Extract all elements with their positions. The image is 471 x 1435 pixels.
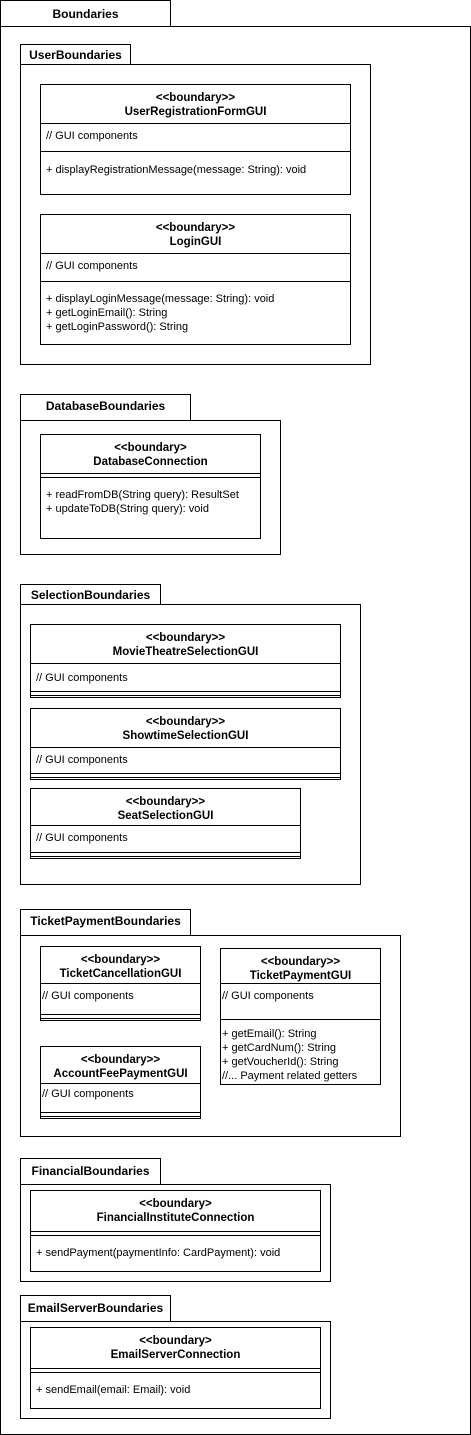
package-tab-boundaries[interactable]: Boundaries <box>0 0 171 27</box>
class-name: LoginGUI <box>169 236 222 248</box>
class-divider <box>41 253 350 254</box>
class-divider <box>41 983 200 984</box>
class-method: + sendPayment(paymentInfo: CardPayment):… <box>36 1247 281 1259</box>
class-user-registration-form-gui[interactable]: <<boundary>> UserRegistrationFormGUI // … <box>40 84 351 195</box>
class-attribute: // GUI components <box>36 832 128 844</box>
class-stereotype: <<boundary>> <box>155 92 236 104</box>
class-divider <box>41 1018 200 1019</box>
class-divider <box>31 1368 320 1369</box>
class-name: TicketPaymentGUI <box>249 970 352 982</box>
package-name: Boundaries <box>52 7 119 21</box>
class-divider <box>31 773 340 774</box>
class-divider <box>41 473 260 474</box>
package-name: SelectionBoundaries <box>30 588 151 602</box>
class-divider <box>31 695 340 696</box>
class-divider <box>41 1112 200 1113</box>
class-method: + readFromDB(String query): ResultSet <box>46 489 239 501</box>
class-stereotype: <<boundary>> <box>80 1054 161 1066</box>
class-divider <box>41 477 260 478</box>
class-divider <box>41 1083 200 1084</box>
class-stereotype: <<boundary>> <box>155 222 236 234</box>
class-name: DatabaseConnection <box>93 456 208 468</box>
class-method: + getVoucherId(): String <box>222 1056 339 1068</box>
class-ticket-payment-gui[interactable]: <<boundary>> TicketPaymentGUI // GUI com… <box>220 948 381 1085</box>
class-stereotype: <<boundary> <box>114 442 187 454</box>
package-name: DatabaseBoundaries <box>45 399 166 413</box>
package-name: UserBoundaries <box>29 48 122 62</box>
class-divider <box>31 691 340 692</box>
class-name: ShowtimeSelectionGUI <box>122 730 249 742</box>
class-divider <box>41 123 350 124</box>
class-stereotype: <<boundary>> <box>80 954 161 966</box>
class-attribute: // GUI components <box>46 130 138 142</box>
class-method: + sendEmail(email: Email): void <box>36 1384 191 1396</box>
class-divider <box>31 777 340 778</box>
class-divider <box>41 151 350 152</box>
class-method: + displayRegistrationMessage(message: St… <box>46 164 307 176</box>
class-email-server-connection[interactable]: <<boundary> EmailServerConnection + send… <box>30 1327 321 1409</box>
class-attribute: // GUI components <box>46 260 138 272</box>
package-name: TicketPaymentBoundaries <box>30 914 181 928</box>
class-ticket-cancellation-gui[interactable]: <<boundary>> TicketCancellationGUI // GU… <box>40 946 201 1021</box>
class-name: UserRegistrationFormGUI <box>124 106 267 118</box>
class-name: SeatSelectionGUI <box>117 810 214 822</box>
class-name: AccountFeePaymentGUI <box>53 1068 188 1080</box>
class-name: MovieTheatreSelectionGUI <box>112 646 259 658</box>
class-divider <box>31 1235 320 1236</box>
class-method: + updateToDB(String query): void <box>46 503 209 515</box>
class-database-connection[interactable]: <<boundary> DatabaseConnection + readFro… <box>40 434 261 539</box>
class-divider <box>41 1014 200 1015</box>
class-method: + getEmail(): String <box>222 1028 317 1040</box>
class-method: + getLoginEmail(): String <box>46 307 168 319</box>
package-tab-email-server-boundaries[interactable]: EmailServerBoundaries <box>20 1295 171 1322</box>
class-divider <box>31 747 340 748</box>
package-name: EmailServerBoundaries <box>27 1301 164 1315</box>
package-tab-selection-boundaries[interactable]: SelectionBoundaries <box>20 584 161 605</box>
class-method: + displayLoginMessage(message: String): … <box>46 293 275 305</box>
class-name: TicketCancellationGUI <box>59 968 182 980</box>
class-stereotype: <<boundary>> <box>260 956 341 968</box>
class-divider <box>221 983 380 984</box>
class-method: //... Payment related getters <box>222 1070 358 1082</box>
class-divider <box>31 856 300 857</box>
package-tab-ticket-payment-boundaries[interactable]: TicketPaymentBoundaries <box>20 909 191 936</box>
package-tab-user-boundaries[interactable]: UserBoundaries <box>20 44 131 65</box>
class-divider <box>31 663 340 664</box>
class-account-fee-payment-gui[interactable]: <<boundary>> AccountFeePaymentGUI // GUI… <box>40 1046 201 1119</box>
package-tab-financial-boundaries[interactable]: FinancialBoundaries <box>20 1158 161 1185</box>
class-stereotype: <<boundary> <box>139 1335 212 1347</box>
package-tab-database-boundaries[interactable]: DatabaseBoundaries <box>20 394 191 421</box>
class-stereotype: <<boundary>> <box>145 716 226 728</box>
class-divider <box>31 852 300 853</box>
class-method: + getLoginPassword(): String <box>46 321 189 333</box>
class-attribute: // GUI components <box>42 990 134 1002</box>
class-divider <box>41 281 350 282</box>
class-attribute: // GUI components <box>36 672 128 684</box>
class-attribute: // GUI components <box>222 990 314 1002</box>
class-divider <box>221 1019 380 1020</box>
class-financial-institute-connection[interactable]: <<boundary> FinancialInstituteConnection… <box>30 1190 321 1272</box>
class-showtime-selection-gui[interactable]: <<boundary>> ShowtimeSelectionGUI // GUI… <box>30 708 341 780</box>
class-seat-selection-gui[interactable]: <<boundary>> SeatSelectionGUI // GUI com… <box>30 788 301 859</box>
class-divider <box>41 1116 200 1117</box>
class-method: + getCardNum(): String <box>222 1042 337 1054</box>
class-attribute: // GUI components <box>42 1088 134 1100</box>
class-login-gui[interactable]: <<boundary>> LoginGUI // GUI components … <box>40 214 351 345</box>
package-name: FinancialBoundaries <box>31 1164 150 1178</box>
class-attribute: // GUI components <box>36 754 128 766</box>
class-name: FinancialInstituteConnection <box>96 1212 255 1224</box>
class-stereotype: <<boundary>> <box>125 796 206 808</box>
class-stereotype: <<boundary>> <box>145 632 226 644</box>
class-stereotype: <<boundary> <box>139 1198 212 1210</box>
class-divider <box>31 1372 320 1373</box>
class-movie-theatre-selection-gui[interactable]: <<boundary>> MovieTheatreSelectionGUI //… <box>30 624 341 698</box>
class-divider <box>31 825 300 826</box>
class-divider <box>31 1231 320 1232</box>
class-name: EmailServerConnection <box>110 1349 241 1361</box>
